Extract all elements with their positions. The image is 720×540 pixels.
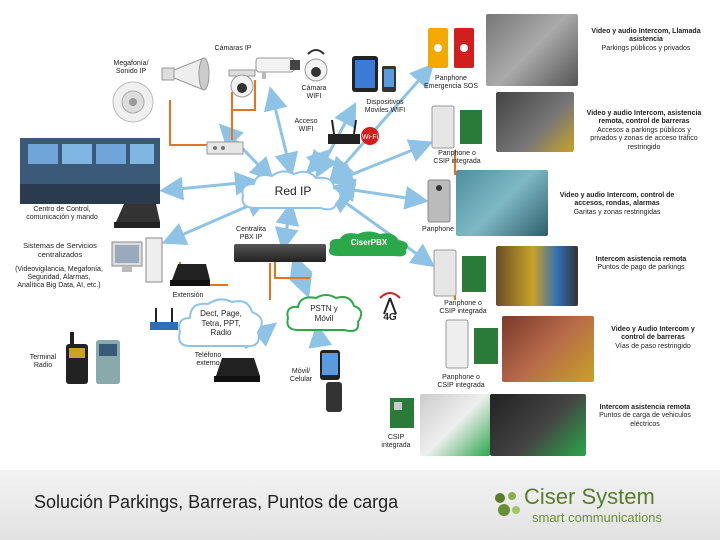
pbx-switch: [234, 244, 326, 262]
right-title-1: Video y audio Intercom, Llamada asistenc…: [591, 28, 701, 44]
panphone-icon-2: [431, 105, 482, 149]
right-detail-1: Parkings públicos y privados: [601, 44, 691, 52]
bullet-camera-icon: [255, 57, 300, 79]
extension-label: Extensión: [172, 292, 204, 299]
centralita-label: Centralita PBX IP: [236, 226, 266, 242]
centro-control-label: Centro de Control, comunicación y mando: [26, 206, 98, 222]
right-detail-4: Puntos de pago de parkings: [597, 264, 685, 272]
right-device-4: Panphone o CSIP integrada: [439, 300, 487, 316]
right-detail-5: Vías de paso restringido: [615, 342, 691, 350]
right-title-6: Intercom asistencia remota: [599, 404, 691, 411]
radio-router-icon: [150, 308, 178, 330]
logo-subtitle: smart communications: [532, 510, 663, 525]
ciser-logo-icon: [495, 492, 520, 516]
footer-bar: Solución Parkings, Barreras, Puntos de c…: [0, 470, 720, 540]
pstn-label: PSTN y Móvil: [310, 304, 338, 323]
camaras-label: Cámaras IP: [214, 45, 252, 52]
sistemas-title: Sistemas de Servicios centralizados: [23, 241, 97, 259]
control-center-image: [20, 138, 160, 204]
radio-terminal-icon: [66, 332, 120, 384]
right-title-2: Video y audio Intercom, asistencia remot…: [586, 110, 702, 126]
right-desc-4: Intercom asistencia remota Puntos de pag…: [582, 256, 700, 273]
right-detail-6: Puntos de carga de vehiculos eléctricos: [599, 412, 691, 428]
right-desc-3: Video y audio Intercom, control de acces…: [552, 192, 682, 217]
extension-phone-icon: [170, 264, 210, 286]
right-desc-6: Intercom asistencia remota Puntos de car…: [590, 404, 700, 429]
terminal-radio-label: Terminal Radio: [29, 354, 57, 370]
speaker-icon: [112, 81, 154, 123]
right-title-5: Video y Audio Intercom y control de barr…: [611, 326, 695, 342]
footer-title: Solución Parkings, Barreras, Puntos de c…: [34, 492, 399, 512]
network-box-icon: [206, 141, 244, 155]
telefono-externo-label: Teléfono externo: [194, 352, 222, 368]
red-ip-cloud: [241, 170, 342, 211]
barrier-photo: [496, 92, 574, 152]
right-desc-2: Video y audio Intercom, asistencia remot…: [574, 110, 714, 152]
street-photo: [502, 316, 594, 382]
right-device-5: Panphone o CSIP integrada: [437, 374, 485, 390]
acceso-wifi-label: Acceso WIFI: [294, 118, 318, 134]
ciserpbx-label: CiserPBX: [350, 238, 388, 247]
panphone-icon-5: [445, 319, 498, 369]
right-detail-3: Garitas y zonas restringidas: [573, 208, 661, 216]
csip-board-icon: [390, 398, 414, 428]
red-ip-label: Red IP: [274, 184, 312, 198]
ciserpbx-cloud: [329, 231, 408, 257]
svg-text:Wi-Fi: Wi-Fi: [362, 134, 379, 141]
wifi-camera-icon: [304, 49, 328, 82]
logo-name: Ciser System: [524, 484, 655, 509]
movil-celular-label: Móvil/ Celular: [289, 368, 313, 384]
right-desc-1: Video y audio Intercom, Llamada asistenc…: [580, 28, 712, 53]
right-title-3: Video y audio Intercom, control de acces…: [559, 192, 675, 208]
external-phone-icon: [214, 358, 260, 382]
mobile-phone-icon: [320, 350, 342, 412]
desk-phone-icon: [114, 204, 160, 228]
sistemas-detail: (Videovigilancia, Megafonía, Seguridad, …: [15, 266, 103, 290]
computer-icon: [111, 237, 163, 283]
scooters-photo: [420, 394, 490, 456]
right-desc-5: Video y Audio Intercom y control de barr…: [594, 326, 712, 351]
dispositivos-label: Dispositivos Moviles WIFI: [364, 99, 406, 115]
svg-text:4G: 4G: [383, 312, 397, 322]
megafonia-label: Megafonía/ Sonido IP: [113, 60, 149, 76]
4g-antenna-icon: 4G: [379, 292, 401, 322]
panphone-icon-3: [427, 179, 451, 223]
camara-wifi-label: Cámara WIFI: [301, 85, 327, 101]
right-device-3: Panphone: [422, 226, 454, 233]
horn-speaker-icon: [161, 57, 210, 91]
pstn-cloud: [286, 294, 363, 332]
ev-charging-photo: [490, 394, 586, 456]
dect-cloud: [178, 298, 263, 348]
dome-camera-icon: [228, 69, 256, 98]
right-device-6: CSIP integrada: [381, 434, 411, 450]
right-device-2: Panphone o CSIP integrada: [433, 150, 481, 166]
garage-photo: [456, 170, 548, 236]
pay-station-photo: [496, 246, 578, 306]
right-title-4: Intercom asistencia remota: [595, 256, 687, 263]
right-device-1: Panphone Emergencia SOS: [423, 75, 479, 91]
panphone-icon-4: [433, 249, 486, 297]
wifi-router-icon: Wi-Fi: [328, 119, 379, 145]
sos-panphone-icon: [428, 28, 474, 68]
dect-label: Dect, Page, Tetra, PPT, Radio: [200, 309, 242, 338]
right-detail-2: Accesos a parkings públicos y privados y…: [590, 126, 698, 151]
parking-photo-1: [486, 14, 578, 86]
tablet-icon: [352, 56, 396, 92]
